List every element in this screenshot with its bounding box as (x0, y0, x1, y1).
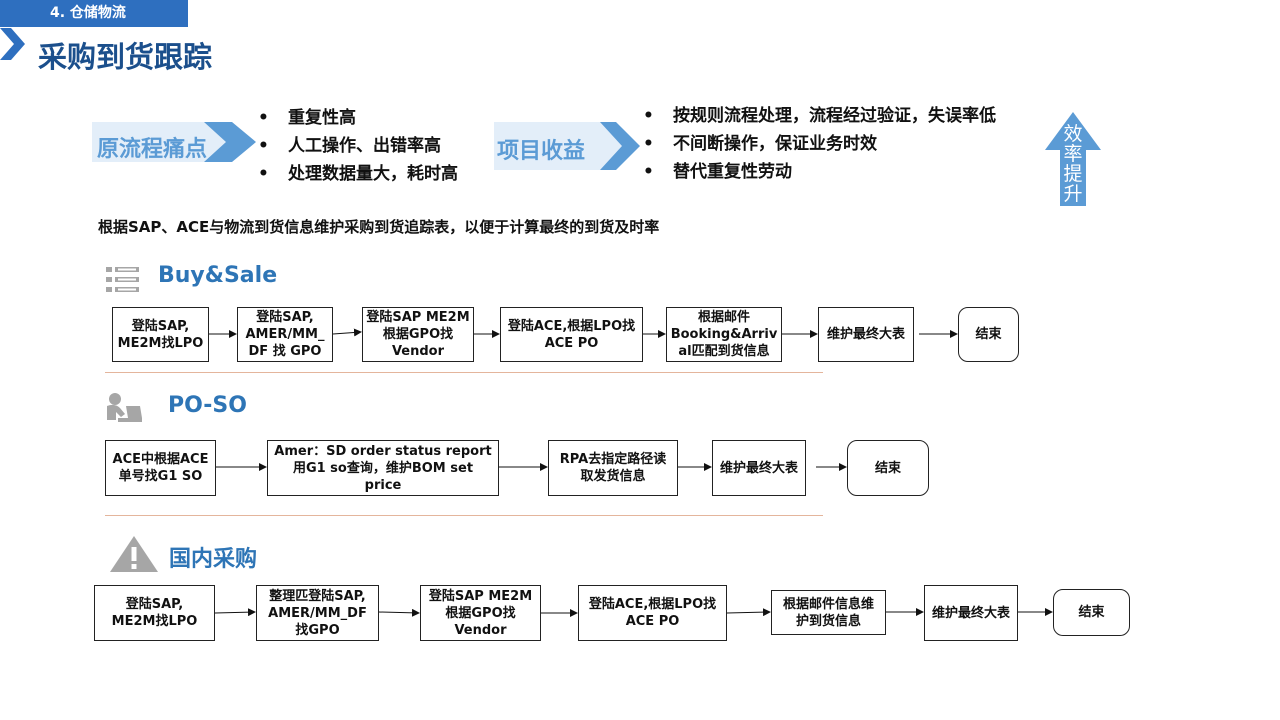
person-laptop-icon (107, 393, 142, 422)
page-title: 采购到货跟踪 (38, 40, 213, 74)
flow-arrow (214, 608, 256, 617)
flow-arrow (726, 608, 771, 617)
flow-step: 根据邮件信息维护到货信息 (771, 590, 886, 635)
flow-end: 结束 (847, 440, 929, 496)
section-tab: 4. 仓储物流 (0, 0, 188, 27)
benefits-list: 按规则流程处理，流程经过验证，失误率低 不间断操作，保证业务时效 替代重复性劳动 (643, 102, 996, 186)
flow-step: RPA去指定路径读取发货信息 (548, 440, 678, 496)
benefit-item: 按规则流程处理，流程经过验证，失误率低 (643, 102, 996, 130)
flow-step: 登陆SAP,AMER/MM_DF 找 GPO (237, 307, 333, 362)
flow-end: 结束 (1053, 589, 1130, 636)
flow-end: 结束 (958, 307, 1019, 362)
efficiency-badge-text: 效 率 提 升 (1063, 123, 1083, 205)
flow-step: 维护最终大表 (924, 585, 1018, 641)
efficiency-up-arrow-icon (1045, 112, 1101, 206)
pain-point-item: 重复性高 (258, 104, 458, 132)
benefit-item: 不间断操作，保证业务时效 (643, 130, 996, 158)
lane-title-po-so: PO-SO (168, 393, 247, 418)
flow-step: 维护最终大表 (712, 440, 806, 496)
lane-divider (105, 515, 823, 516)
list-settings-icon (106, 267, 139, 292)
pain-point-item: 人工操作、出错率高 (258, 132, 458, 160)
process-description: 根据SAP、ACE与物流到货信息维护采购到货追踪表，以便于计算最终的到货及时率 (98, 218, 660, 236)
lane-title-domestic: 国内采购 (169, 547, 258, 572)
flow-arrow (378, 608, 420, 617)
warning-triangle-icon (110, 536, 158, 572)
pain-points-label: 原流程痛点 (97, 137, 208, 162)
benefits-arrow-shape (494, 122, 640, 170)
flow-step: 维护最终大表 (818, 307, 914, 362)
pain-points-arrow-shape (92, 122, 256, 162)
flow-arrow (332, 328, 362, 337)
lane-divider (105, 372, 823, 373)
pain-point-item: 处理数据量大，耗时高 (258, 160, 458, 188)
lane-title-buy-sale: Buy&Sale (158, 263, 278, 288)
back-chevron-icon[interactable] (0, 28, 28, 62)
flow-step: 登陆SAP,ME2M找LPO (94, 585, 215, 641)
benefits-label: 项目收益 (497, 139, 586, 164)
flow-step: 登陆SAP,ME2M找LPO (112, 307, 209, 362)
benefit-item: 替代重复性劳动 (643, 158, 996, 186)
pain-points-list: 重复性高 人工操作、出错率高 处理数据量大，耗时高 (258, 104, 458, 188)
